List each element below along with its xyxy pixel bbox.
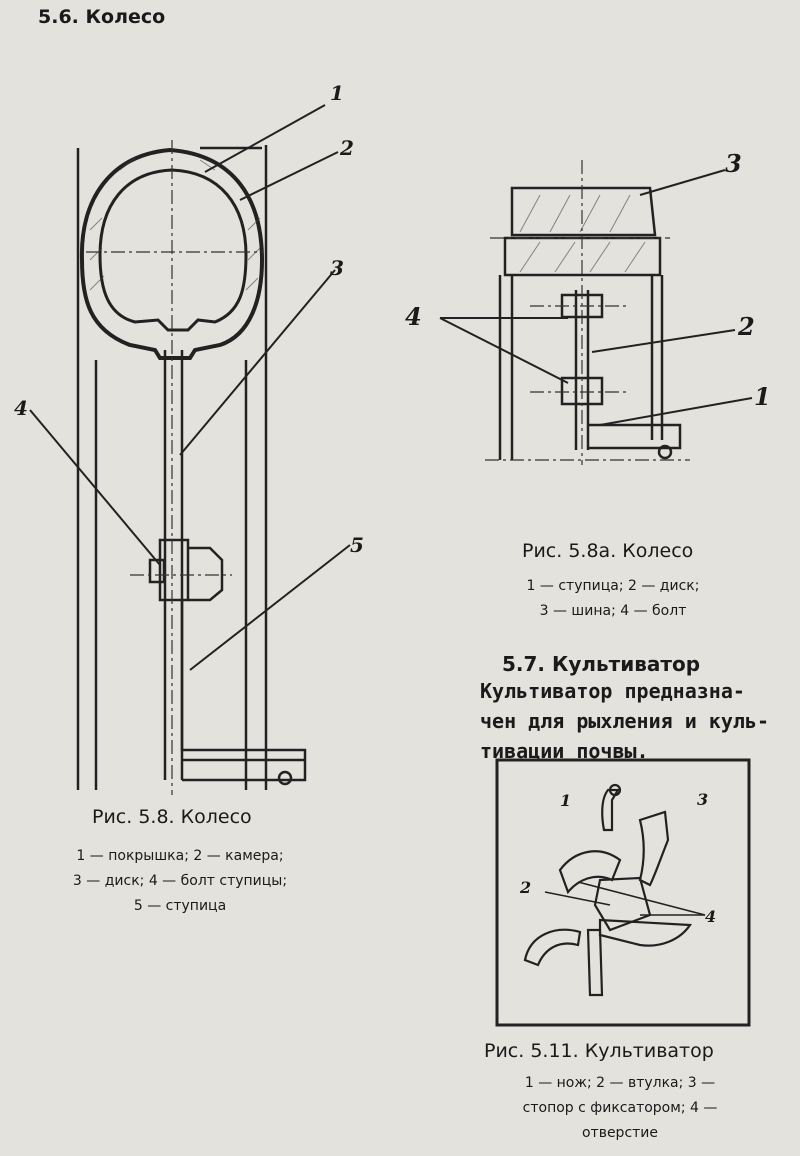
callout-3: 3	[330, 256, 344, 280]
callout-3: 3	[697, 790, 708, 809]
wheel-figure-5-8: 1 2 3 4 5	[14, 81, 364, 795]
legend-line: 3 — диск; 4 — болт ступицы;	[72, 873, 288, 889]
callout-1: 1	[330, 81, 344, 105]
callout-4: 4	[705, 907, 716, 926]
callout-4: 4	[14, 396, 28, 420]
legend-line: стопор с фиксатором; 4 —	[522, 1100, 718, 1116]
legend-line: 3 — шина; 4 — болт	[539, 603, 687, 619]
callout-3: 3	[725, 149, 742, 178]
figure-caption-5-8a: Рис. 5.8а. Колесо	[522, 540, 694, 562]
callout-2: 2	[339, 136, 354, 160]
figure-legend-5-8: 1 — покрышка; 2 — камера; 3 — диск; 4 — …	[20, 848, 340, 923]
section-paragraph: Культиватор предназна- чен для рыхления …	[480, 676, 769, 766]
cultivator-figure-5-11: 1 3 2 4	[495, 758, 751, 1027]
callout-2: 2	[519, 878, 531, 897]
callout-1: 1	[560, 791, 571, 810]
callout-1: 1	[754, 382, 771, 411]
legend-line: 1 — покрышка; 2 — камера;	[76, 848, 284, 864]
figure-caption-5-11: Рис. 5.11. Культиватор	[484, 1040, 714, 1062]
legend-line: отверстие	[581, 1125, 659, 1141]
legend-line: 5 — ступица	[133, 898, 227, 914]
legend-line: 1 — нож; 2 — втулка; 3 —	[524, 1075, 716, 1091]
figure-legend-5-8a: 1 — ступица; 2 — диск; 3 — шина; 4 — бол…	[488, 578, 738, 628]
paragraph-line: Культиватор предназна-	[480, 679, 745, 703]
callout-4: 4	[405, 302, 422, 331]
callout-5: 5	[350, 533, 364, 557]
section-heading-cultivator: 5.7. Культиватор	[502, 652, 701, 676]
paragraph-line: чен для рыхления и куль-	[480, 709, 769, 733]
figure-caption-5-8: Рис. 5.8. Колесо	[92, 806, 252, 828]
wheel-figure-5-8a: 3 4 2 1	[405, 149, 771, 465]
callout-2: 2	[737, 312, 755, 341]
legend-line: 1 — ступица; 2 — диск;	[526, 578, 700, 594]
section-heading-wheel: 5.6. Колесо	[38, 6, 166, 28]
figure-legend-5-11: 1 — нож; 2 — втулка; 3 — стопор с фиксат…	[460, 1075, 780, 1150]
